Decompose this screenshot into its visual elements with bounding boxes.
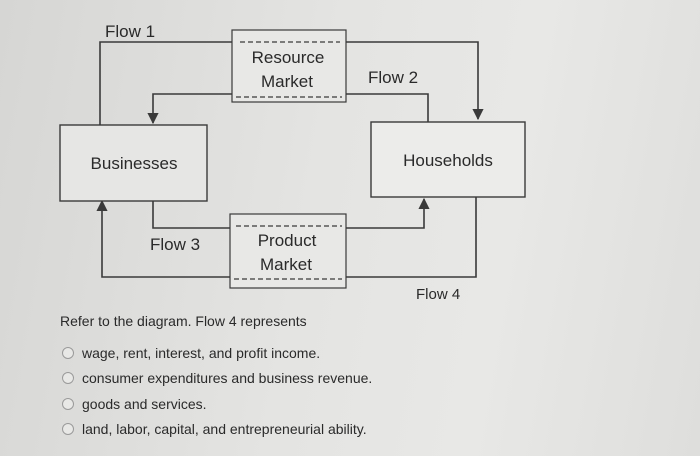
households-label: Households [403,151,493,170]
flow-3-line [152,201,232,229]
flow-2-line [346,93,429,122]
option-label: land, labor, capital, and entrepreneuria… [82,421,367,438]
radio-button[interactable] [62,397,74,410]
resource-market-label-line2: Market [261,72,313,91]
radio-button[interactable] [62,423,74,436]
option-label: goods and services. [82,395,207,412]
circular-flow-diagram: Businesses Households Resource Market Pr… [59,22,526,303]
flow-4-label: Flow 4 [416,286,460,303]
radio-button[interactable] [62,372,74,385]
product-market-label-line1: Product [258,231,317,250]
flow-2-label: Flow 2 [368,68,418,87]
businesses-box [59,124,208,202]
flow-2-line-return [147,93,232,125]
businesses-label: Businesses [91,154,178,173]
households-box [370,121,526,198]
resource-market-label-line1: Resource [252,48,325,67]
flow-3-line-return [346,197,430,229]
option-label: consumer expenditures and business reven… [82,370,373,387]
option-land-labor-capital[interactable]: land, labor, capital, and entrepreneuria… [62,417,372,443]
product-market-label-line2: Market [260,255,312,274]
option-wage-rent-interest-profit[interactable]: wage, rent, interest, and profit income. [62,340,372,366]
option-consumer-expenditures[interactable]: consumer expenditures and business reven… [62,366,372,392]
option-goods-and-services[interactable]: goods and services. [62,391,372,417]
flow-1-label: Flow 1 [105,22,155,41]
radio-button[interactable] [62,346,74,359]
answer-options: wage, rent, interest, and profit income.… [62,340,372,442]
product-market-box [229,213,347,289]
option-label: wage, rent, interest, and profit income. [82,344,321,361]
question-prompt: Refer to the diagram. Flow 4 represents [60,313,307,329]
flow-3-label: Flow 3 [150,235,200,254]
